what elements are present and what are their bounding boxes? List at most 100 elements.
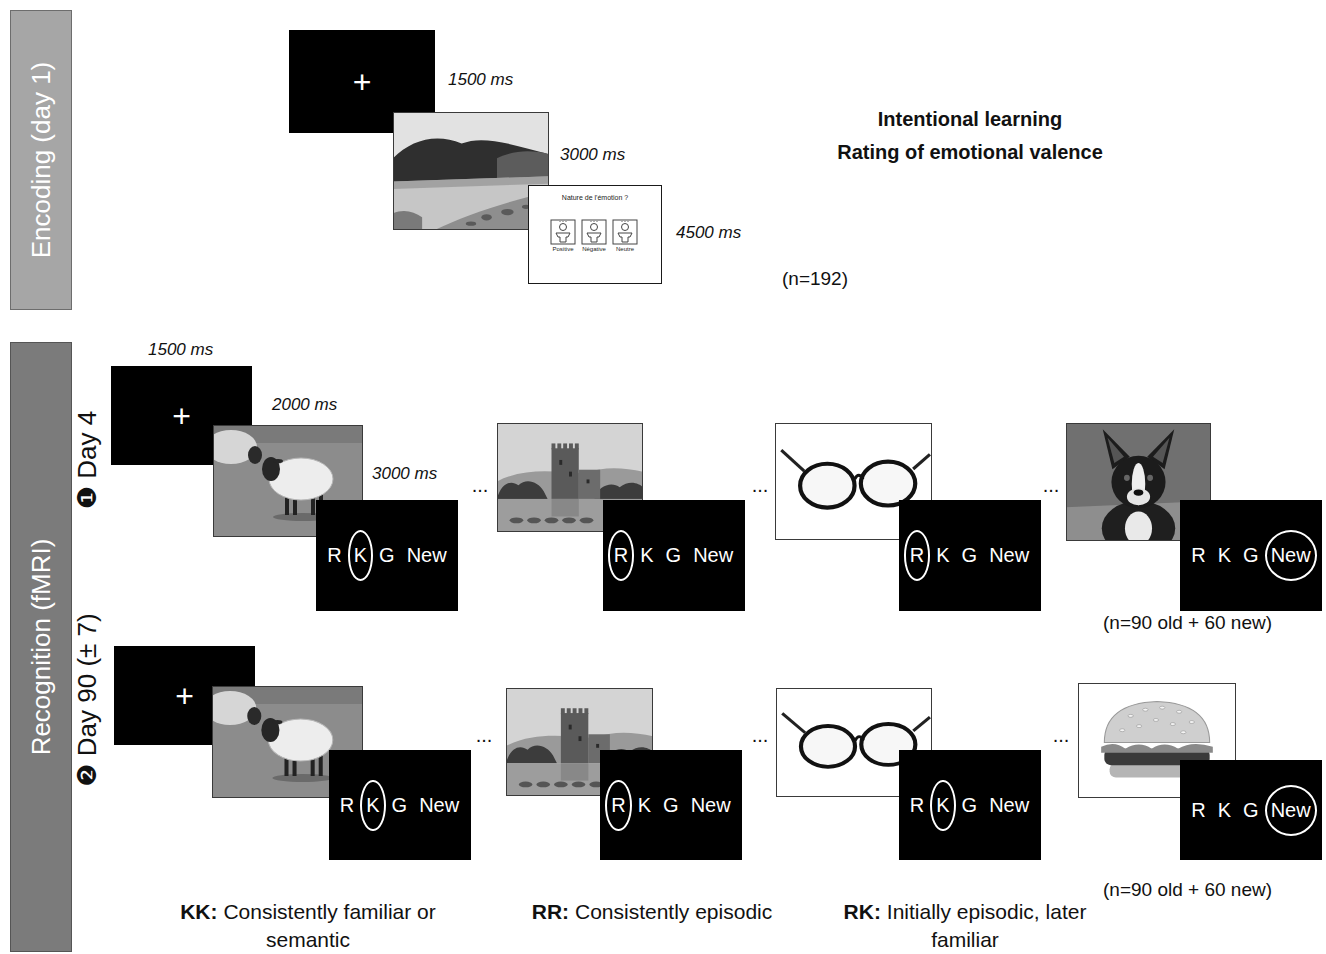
task-label: Intentional learning: [878, 108, 1062, 131]
sesame: [1120, 729, 1125, 732]
sesame: [1189, 721, 1194, 724]
response-option: G: [657, 780, 685, 831]
dog-inner-ear: [1153, 438, 1169, 463]
sheep-ear: [273, 459, 283, 463]
option-row: RKGNew: [329, 750, 471, 860]
lens: [861, 462, 915, 506]
ellipsis: ...: [752, 474, 769, 497]
far-hill: [497, 151, 549, 178]
response-option: G: [956, 780, 984, 831]
icon-box: [582, 220, 606, 244]
fixation-screen: +: [111, 366, 252, 465]
option-row: RKGNew: [899, 750, 1041, 860]
response-option: R: [904, 780, 930, 831]
crenel: [569, 443, 573, 449]
dog-head: [1111, 456, 1165, 509]
duration-label: 3000 ms: [560, 145, 625, 165]
duration-label: 4500 ms: [676, 223, 741, 243]
temple: [782, 713, 805, 732]
manikin-head: [622, 224, 629, 231]
manikin-icon: [613, 220, 637, 244]
bridge: [855, 475, 863, 479]
response-option: New: [413, 780, 465, 831]
response-option: K: [634, 530, 659, 581]
window: [596, 744, 599, 748]
photo-scale: [393, 112, 549, 230]
tower: [552, 448, 579, 499]
manikin-head: [591, 224, 598, 231]
response-option: K: [1212, 530, 1237, 581]
crenel: [573, 708, 577, 714]
temple: [913, 717, 930, 731]
rating-screen-fill: [529, 186, 662, 284]
response-screen: RKGNew: [600, 750, 742, 860]
sesame: [1128, 714, 1133, 717]
condition-code: KK:: [180, 900, 217, 923]
fixation-cross: +: [353, 66, 372, 98]
selected-response: R: [904, 530, 930, 581]
trees: [594, 483, 643, 499]
sesame: [1176, 710, 1181, 713]
rock: [501, 209, 513, 215]
lens: [801, 726, 855, 767]
response-option: G: [660, 530, 688, 581]
response-option: G: [1237, 785, 1265, 836]
response-option: R: [334, 780, 360, 831]
response-option: R: [1185, 530, 1211, 581]
stone: [554, 782, 568, 788]
selected-response: New: [1265, 530, 1317, 581]
dog-eye: [1147, 475, 1153, 481]
response-option: K: [632, 780, 657, 831]
selected-response: R: [608, 530, 634, 581]
option-row: RKGNew: [1180, 760, 1322, 860]
stone: [510, 517, 524, 523]
manikin-body: [618, 233, 632, 242]
task-label: Rating of emotional valence: [837, 141, 1103, 164]
window: [579, 736, 582, 741]
response-option: New: [685, 780, 737, 831]
ellipsis: ...: [1043, 474, 1060, 497]
section-band: Encoding (day 1): [10, 10, 72, 310]
sesame: [1136, 725, 1141, 728]
response-screen: RKGNew: [316, 500, 458, 611]
manikin-marks: [591, 221, 597, 222]
response-option: New: [401, 530, 453, 581]
response-option: K: [930, 530, 955, 581]
condition-description: Initially episodic, later familiar: [887, 900, 1087, 951]
crenel: [584, 708, 588, 714]
top-bun: [1104, 701, 1209, 742]
rating-option: Neutre: [616, 246, 634, 253]
trial-count: (n=90 old + 60 new): [1103, 612, 1272, 634]
rating-screen: Nature de l'émotion ?PositiveNégativeNeu…: [528, 185, 662, 284]
fixation-cross: +: [172, 400, 191, 432]
sheep-head: [247, 707, 261, 725]
stone: [580, 517, 594, 523]
sesame: [1143, 708, 1148, 711]
response-option: G: [373, 530, 401, 581]
sesame: [1170, 723, 1175, 726]
rating-option: Positive: [552, 246, 573, 253]
temple: [913, 454, 930, 469]
session-label: ❷ Day 90 (± 7): [73, 613, 103, 786]
response-option: G: [1237, 530, 1265, 581]
section-band: Recognition (fMRI): [10, 342, 72, 952]
response-option: G: [956, 530, 984, 581]
selected-response: K: [348, 530, 373, 581]
section-title: Recognition (fMRI): [27, 539, 56, 756]
reflection: [561, 763, 588, 780]
stone: [545, 517, 559, 523]
response-option: G: [386, 780, 414, 831]
sesame: [1153, 719, 1158, 722]
window: [559, 460, 562, 465]
lake: [393, 176, 549, 230]
manikin-icon: [582, 220, 606, 244]
selected-response: R: [605, 780, 631, 831]
stone: [519, 782, 533, 788]
response-screen: RKGNew: [1180, 760, 1322, 860]
response-screen: RKGNew: [603, 500, 745, 611]
hill: [393, 139, 549, 184]
crenel: [579, 708, 583, 714]
condition-legend: KK:Consistently familiar or semantic: [148, 898, 468, 954]
